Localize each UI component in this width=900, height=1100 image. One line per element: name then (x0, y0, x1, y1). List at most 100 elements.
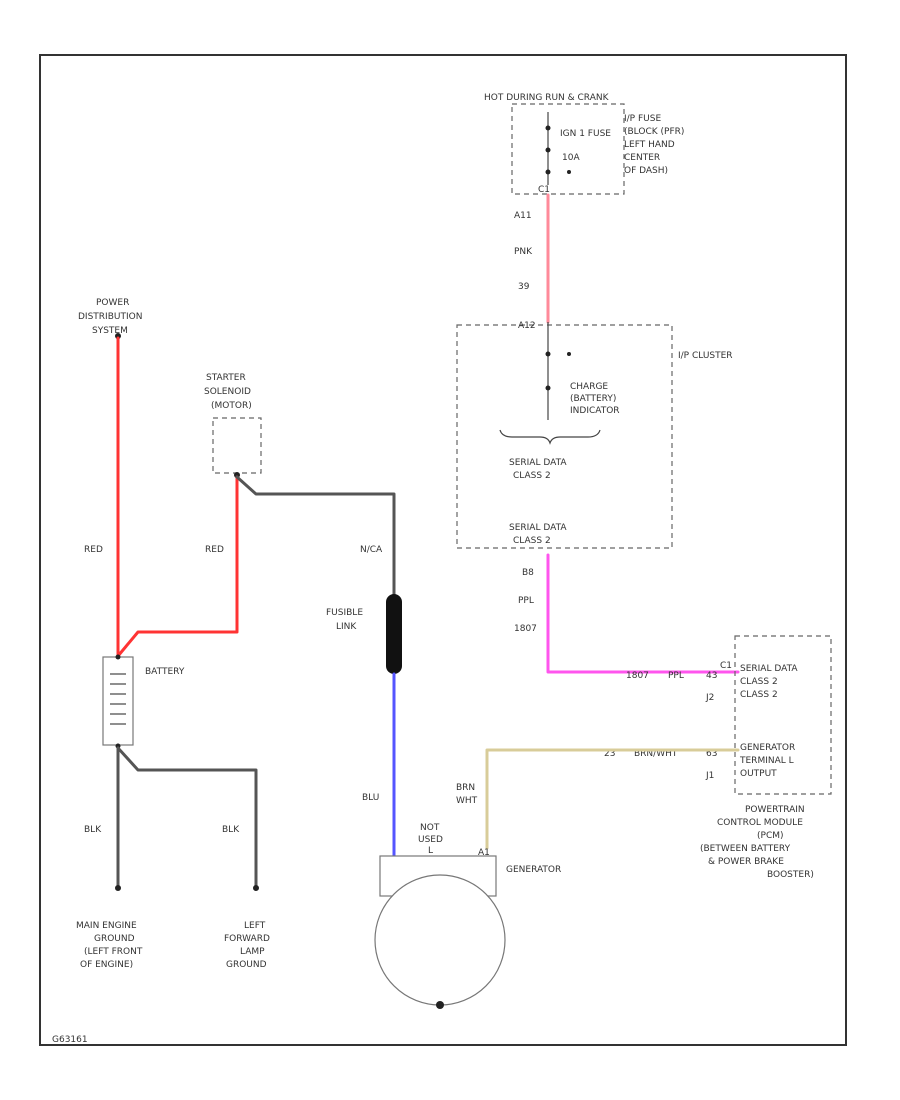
fuse-location-5: OF DASH) (624, 166, 668, 176)
red-wire-left-label: RED (84, 545, 103, 555)
tan-wire-label-1: BRN (456, 783, 475, 793)
fusible-link-1: FUSIBLE (326, 608, 363, 618)
red-wire-right (116, 475, 239, 658)
diagram-frame (39, 54, 847, 1046)
generator-pin-label-3: L (428, 846, 433, 856)
generator-body (374, 874, 506, 1006)
generator-pin-label-2: USED (418, 835, 443, 845)
pcm-serial-1: SERIAL DATA (740, 664, 798, 674)
pcm-serial-3: CLASS 2 (740, 690, 778, 700)
blk-wire-right-label: BLK (222, 825, 240, 835)
pcm-gen-terminal-2: TERMINAL L (739, 756, 794, 766)
fuse-location-2: (BLOCK (PFR) (624, 127, 684, 137)
ground-left-terminal (253, 885, 259, 891)
fuse-dot-side (567, 170, 571, 174)
fusible-link (386, 594, 402, 674)
ip-cluster-box (456, 324, 673, 549)
generator-ground (436, 1001, 444, 1009)
serial-data-b-1: SERIAL DATA (509, 523, 567, 533)
pcm-gen-color: BRN/WHT (634, 749, 678, 759)
footer-code: G63161 (52, 1035, 88, 1045)
ground-left-4: GROUND (226, 960, 267, 970)
power-dist-terminal (115, 333, 121, 339)
serial-data-b-2: CLASS 2 (513, 536, 551, 546)
pink-wire-circuit: A11 (514, 211, 532, 221)
fuse-dot-bottom (545, 169, 551, 175)
charge-indicator-1: CHARGE (570, 382, 608, 392)
ground-main-3: (LEFT FRONT (84, 947, 143, 957)
blk-wire-right (116, 746, 258, 888)
pcm-mid-pin: J2 (705, 693, 714, 703)
cluster-wire-terminal: B8 (522, 568, 534, 578)
ground-main-4: OF ENGINE) (80, 960, 133, 970)
pink-wire-color: PNK (514, 247, 533, 257)
starter-1: STARTER (206, 373, 246, 383)
fuse-location-4: CENTER (624, 153, 660, 163)
ground-main-1: MAIN ENGINE (76, 921, 137, 931)
starter-3: (MOTOR) (211, 401, 252, 411)
pcm-serial-wire: 1807 (626, 671, 649, 681)
power-dist-1: POWER (96, 298, 129, 308)
cluster-dot-3 (545, 385, 551, 391)
generator-label: GENERATOR (506, 865, 561, 875)
battery-positive (115, 654, 121, 660)
fuse-rating: 10A (562, 153, 580, 163)
cluster-wire-circuit: 1807 (514, 624, 537, 634)
cluster-wire-color: PPL (518, 596, 534, 606)
ip-cluster-terminal: A12 (518, 321, 536, 331)
cluster-dot-1 (545, 351, 551, 357)
fuse-location-1: I/P FUSE (624, 114, 661, 124)
pink-wire-number: 39 (518, 282, 530, 292)
ip-cluster-title: I/P CLUSTER (678, 351, 733, 361)
magenta-wire (546, 553, 740, 674)
power-dist-2: DISTRIBUTION (78, 312, 142, 322)
pcm-gen-terminal-3: OUTPUT (740, 769, 777, 779)
pcm-serial-pin: C1 (720, 661, 732, 671)
starter-2: SOLENOID (204, 387, 251, 397)
pcm-gen-wire: 23 (604, 749, 615, 759)
tan-wire (485, 748, 740, 850)
fuse-dot-mid (545, 147, 551, 153)
cluster-brace (499, 429, 601, 445)
pcm-name-6: BOOSTER) (767, 870, 814, 880)
serial-data-a-2: CLASS 2 (513, 471, 551, 481)
pcm-serial-conn: 43 (706, 671, 717, 681)
blk-wire-left-label: BLK (84, 825, 102, 835)
pcm-low-pin: J1 (705, 771, 714, 781)
fuse-terminal: C1 (538, 185, 550, 195)
power-dist-3: SYSTEM (92, 326, 128, 336)
generator-pin: A1 (478, 848, 490, 858)
fuse-name: IGN 1 FUSE (560, 129, 611, 139)
fuse-dot-top (545, 125, 551, 131)
pcm-serial-color: PPL (668, 671, 684, 681)
pcm-name-4: (BETWEEN BATTERY (700, 844, 791, 854)
ground-main-terminal (115, 885, 121, 891)
pcm-name-1: POWERTRAIN (745, 805, 805, 815)
charge-indicator-3: INDICATOR (570, 406, 620, 416)
starter-box (212, 417, 262, 474)
pcm-gen-terminal-1: GENERATOR (740, 743, 795, 753)
cluster-dot-2 (567, 352, 571, 356)
pcm-box (734, 635, 832, 795)
ground-left-2: FORWARD (224, 934, 270, 944)
serial-data-a-1: SERIAL DATA (509, 458, 567, 468)
fuse-location-3: LEFT HAND (624, 140, 675, 150)
generator-pin-label-1: NOT (420, 823, 440, 833)
pcm-name-2: CONTROL MODULE (717, 818, 803, 828)
starter-gen-wire (235, 475, 396, 597)
ground-main-2: GROUND (94, 934, 135, 944)
ground-left-3: LAMP (240, 947, 265, 957)
ground-left-1: LEFT (244, 921, 266, 931)
pcm-name-3: (PCM) (757, 831, 784, 841)
blue-wire-label: BLU (362, 793, 379, 803)
pcm-gen-conn: 63 (706, 749, 717, 759)
pcm-serial-2: CLASS 2 (740, 677, 778, 687)
red-wire-right-label: RED (205, 545, 224, 555)
fuse-block-header: HOT DURING RUN & CRANK (484, 93, 610, 103)
pcm-name-5: & POWER BRAKE (708, 857, 784, 867)
battery-box (102, 656, 134, 746)
starter-gen-wire-label: N/CA (360, 545, 383, 555)
fusible-link-2: LINK (336, 622, 357, 632)
fuse-block-box (511, 103, 625, 195)
